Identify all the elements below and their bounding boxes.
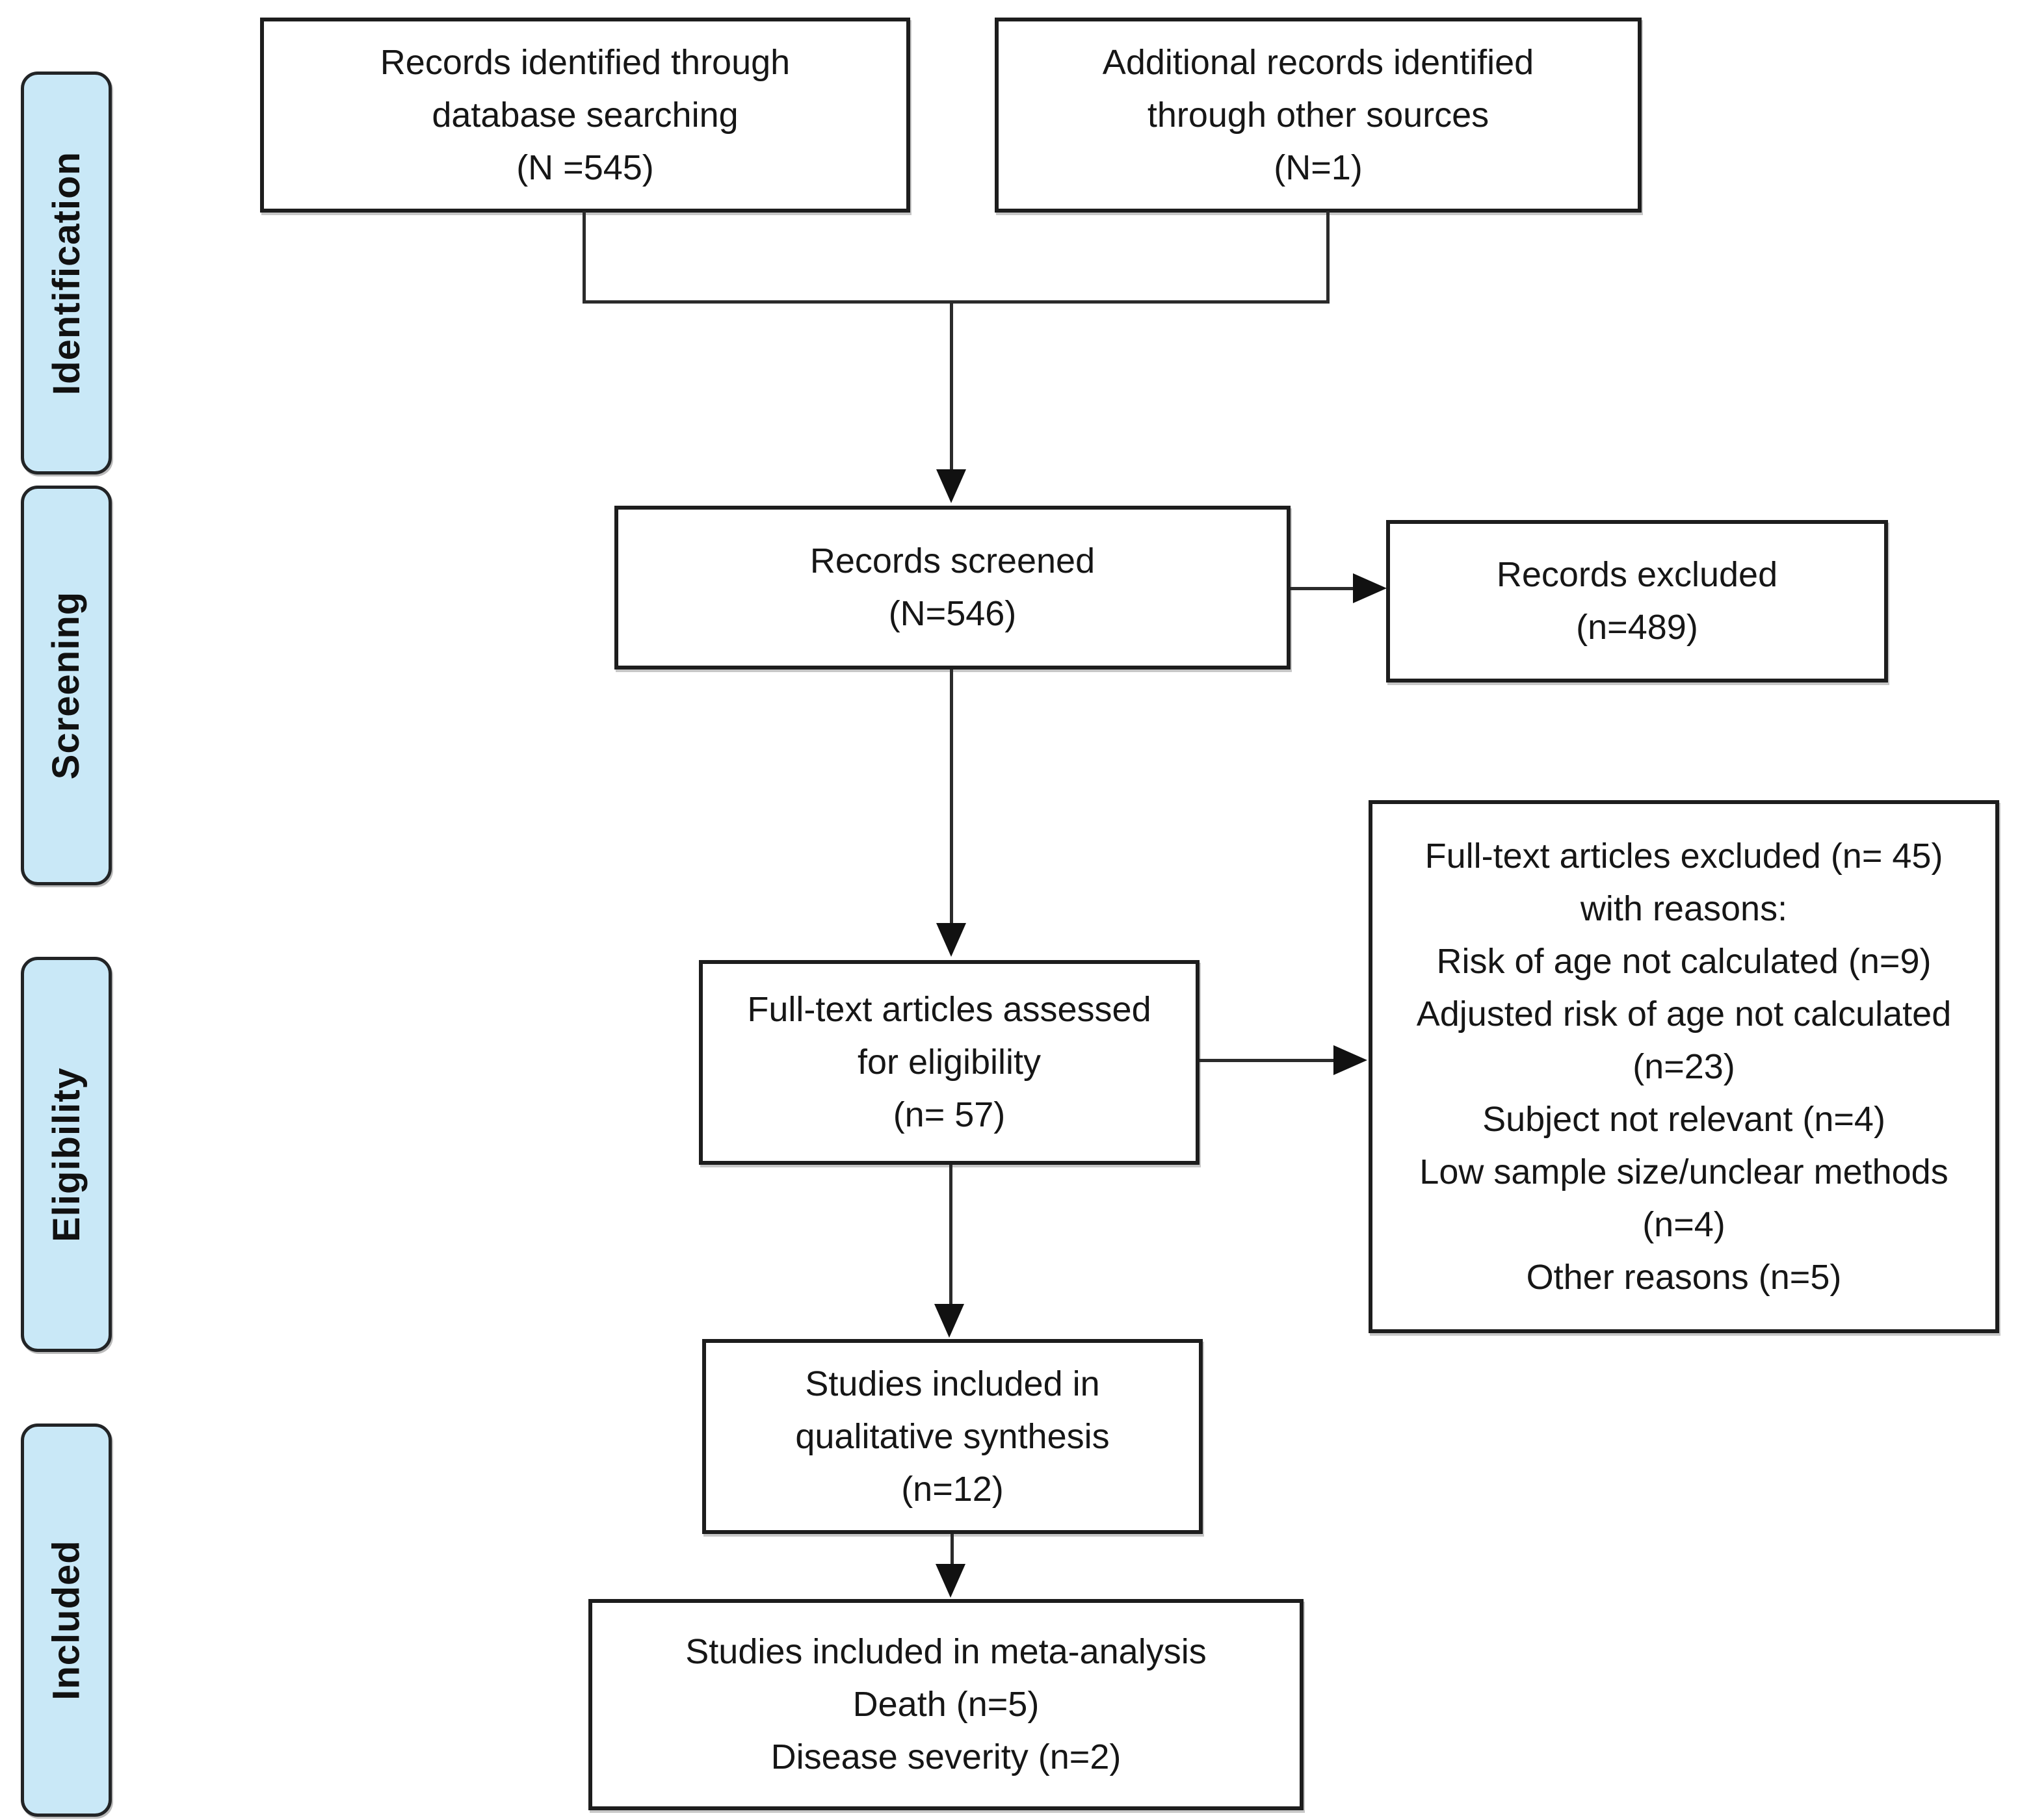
connector-fulltext-to-qualitative xyxy=(949,1165,952,1306)
arrowhead-into-meta xyxy=(936,1564,965,1598)
connector-additional-down xyxy=(1326,211,1330,304)
connector-screened-to-excluded xyxy=(1291,587,1356,590)
box-fulltext-excluded: Full-text articles excluded (n= 45) with… xyxy=(1369,800,1999,1333)
arrowhead-into-fulltext xyxy=(936,923,966,957)
connector-merge-to-screened xyxy=(950,300,953,471)
box-records-excluded: Records excluded (n=489) xyxy=(1386,520,1888,682)
arrowhead-into-excluded xyxy=(1353,573,1387,603)
connector-identified-down xyxy=(583,211,586,304)
stage-label-screening: Screening xyxy=(45,591,88,780)
stage-eligibility: Eligibility xyxy=(21,957,112,1352)
stage-label-eligibility: Eligibility xyxy=(45,1067,88,1242)
box-meta-analysis: Studies included in meta-analysis Death … xyxy=(588,1599,1304,1810)
connector-qualitative-to-meta xyxy=(951,1534,954,1566)
stage-label-included: Included xyxy=(45,1540,88,1700)
box-records-identified: Records identified through database sear… xyxy=(260,18,910,213)
box-qualitative-synthesis: Studies included in qualitative synthesi… xyxy=(702,1339,1203,1534)
connector-fulltext-to-excluded xyxy=(1200,1059,1336,1062)
arrowhead-into-qualitative xyxy=(934,1304,964,1338)
stage-identification: Identification xyxy=(21,72,112,474)
box-additional-records: Additional records identified through ot… xyxy=(995,18,1642,213)
connector-screened-to-fulltext xyxy=(950,670,953,924)
box-fulltext-assessed: Full-text articles assessed for eligibil… xyxy=(699,960,1200,1165)
stage-included: Included xyxy=(21,1424,112,1817)
box-records-screened: Records screened (N=546) xyxy=(614,506,1291,670)
connector-merge-horizontal xyxy=(583,300,1330,304)
stage-label-identification: Identification xyxy=(45,151,88,395)
stage-screening: Screening xyxy=(21,486,112,885)
arrowhead-into-screened xyxy=(936,469,966,503)
arrowhead-into-fulltext-excluded xyxy=(1333,1045,1367,1075)
